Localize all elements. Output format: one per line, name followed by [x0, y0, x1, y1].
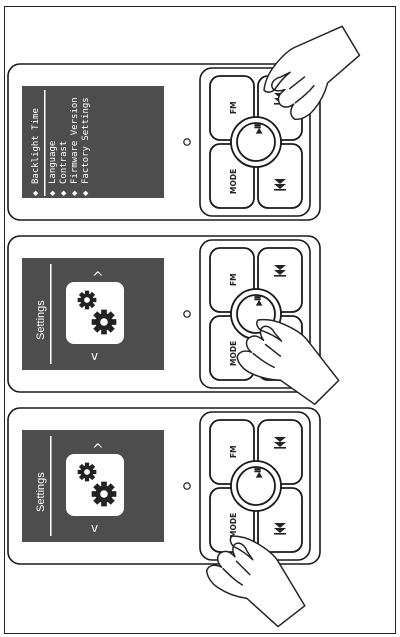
settings-divider [50, 436, 52, 536]
menu-item-factory[interactable]: Factory Settings [81, 97, 91, 184]
menu-marker: ◆ [31, 190, 41, 196]
led-indicator [183, 482, 191, 490]
settings-label: Settings [35, 472, 47, 512]
menu-list: ◆ Backlight Time ◆ Language ◆ Contrast ◆… [31, 97, 91, 196]
up-arrow-icon: ^ [92, 442, 104, 458]
menu-item-contrast[interactable]: Contrast [59, 141, 69, 184]
menu-item-firmware[interactable]: Firmware Version [70, 97, 80, 184]
gears-icon [91, 481, 117, 507]
menu-marker: ◆ [81, 190, 91, 196]
play-pause-icon: ⏯ [250, 467, 266, 478]
panel-3: Settings ^ v ⏯ FM MODE [7, 407, 321, 637]
fm-label: FM [229, 273, 238, 286]
menu-item-backlight[interactable]: Backlight Time [31, 108, 41, 184]
mode-label: MODE [229, 341, 238, 366]
menu-marker: ◆ [70, 190, 80, 196]
center-button-inner [236, 122, 276, 162]
down-arrow-icon: v [91, 521, 98, 535]
gears-icon [91, 309, 117, 335]
down-arrow-icon: v [91, 349, 98, 363]
settings-divider [50, 264, 52, 364]
settings-label: Settings [35, 300, 47, 340]
menu-divider [44, 90, 46, 196]
panel-1: ◆ Backlight Time ◆ Language ◆ Contrast ◆… [7, 14, 374, 221]
fm-label: FM [229, 101, 238, 114]
menu-marker: ◆ [59, 190, 69, 196]
mode-label: MODE [229, 169, 238, 194]
gear-card [66, 454, 124, 516]
center-button-inner [236, 466, 276, 506]
led-indicator [183, 310, 191, 318]
device-screen [22, 86, 164, 198]
play-pause-icon: ⏯ [250, 295, 266, 306]
led-indicator [183, 138, 191, 146]
menu-marker: ◆ [48, 190, 58, 196]
play-pause-icon: ⏯ [250, 123, 266, 134]
panel-2: Settings ^ v ⏯ FM MODE [7, 235, 348, 420]
fm-label: FM [229, 445, 238, 458]
menu-item-language[interactable]: Language [48, 141, 58, 184]
gear-card [66, 282, 124, 344]
mode-label: MODE [229, 513, 238, 538]
gears-icon [77, 290, 97, 310]
gears-icon [77, 462, 97, 482]
up-arrow-icon: ^ [92, 270, 104, 286]
